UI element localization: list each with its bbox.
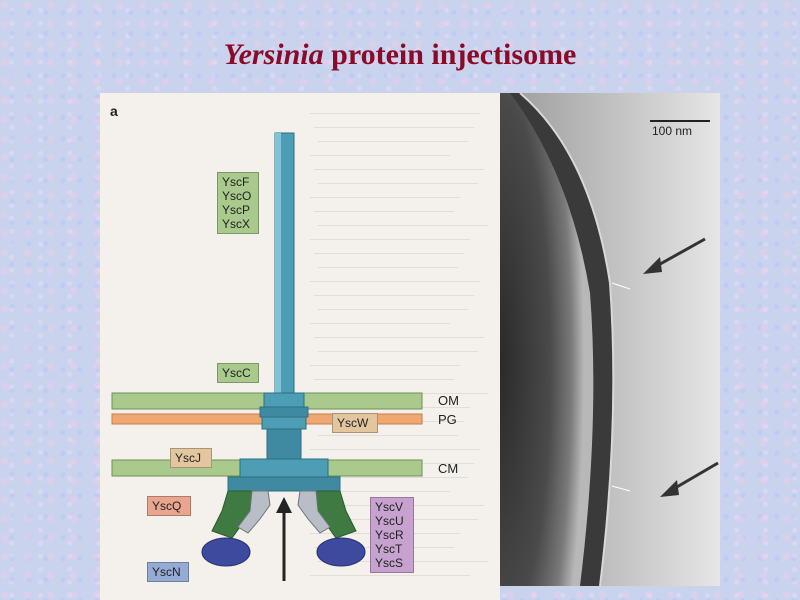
- panel-b-micrograph: b 100 nm: [500, 93, 720, 586]
- ghost-line: [310, 155, 450, 156]
- ghost-line: [310, 197, 460, 198]
- ghost-line: [318, 267, 458, 268]
- ghost-line: [310, 113, 480, 114]
- label-yscf: YscF: [222, 175, 250, 189]
- ghost-line: [314, 211, 454, 212]
- ghost-line: [318, 183, 478, 184]
- export-right: [297, 490, 331, 534]
- label-yscu: YscU: [375, 514, 404, 528]
- page-title: Yersinia protein injectisome: [223, 38, 577, 71]
- ghost-line: [318, 309, 468, 310]
- cell-interior: [500, 93, 594, 586]
- label-yscx: YscX: [222, 217, 251, 231]
- arrow-2-shaft: [669, 461, 719, 493]
- secretin-ring-3: [261, 416, 307, 430]
- cell-envelope: [519, 93, 615, 586]
- needle-highlight: [275, 133, 281, 395]
- scale-bar-label: 100 nm: [652, 124, 693, 138]
- label-export-proteins: YscV YscU YscR YscT YscS: [370, 497, 414, 573]
- ghost-line: [314, 337, 484, 338]
- ghost-line: [314, 253, 464, 254]
- label-yscw: YscW: [332, 413, 378, 433]
- inner-rod: [266, 428, 302, 460]
- label-yscr: YscR: [375, 528, 404, 542]
- ghost-line: [310, 239, 470, 240]
- injectisome-diagram: [111, 132, 423, 581]
- ghost-line: [318, 141, 468, 142]
- ghost-line: [314, 379, 454, 380]
- arrow-2-head: [660, 480, 679, 497]
- ghost-line: [318, 351, 478, 352]
- label-yscq: YscQ: [147, 496, 191, 516]
- membrane-label-cm: CM: [438, 461, 459, 476]
- micrograph-image: [500, 93, 720, 586]
- label-needle-proteins: YscF YscO YscP YscX: [217, 172, 259, 234]
- ghost-line: [310, 491, 450, 492]
- panel-a-letter: a: [110, 103, 118, 119]
- label-yscv: YscV: [375, 500, 404, 514]
- ghost-line: [314, 169, 484, 170]
- ghost-line: [310, 323, 450, 324]
- membrane-label-om: OM: [438, 393, 459, 408]
- needle-1: [611, 282, 631, 290]
- ghost-line: [310, 365, 460, 366]
- label-yscp: YscP: [222, 203, 251, 217]
- panel-a-schematic: a YscF YscO YscP YscX YscC YscW YscJ Ysc…: [100, 93, 500, 600]
- export-left: [237, 490, 271, 534]
- ghost-line: [314, 295, 474, 296]
- membrane-label-pg: PG: [438, 412, 457, 427]
- atpase-left: [201, 537, 251, 567]
- label-yscs: YscS: [375, 556, 404, 570]
- secretin-ring-2: [259, 406, 309, 418]
- arrow-1-shaft: [652, 237, 706, 270]
- ghost-line: [310, 449, 480, 450]
- label-yscc: YscC: [217, 363, 259, 383]
- ghost-line: [318, 477, 468, 478]
- label-ysco: YscO: [222, 189, 252, 203]
- atpase-right: [316, 537, 366, 567]
- basal-ring-upper: [239, 458, 329, 478]
- needle-2: [611, 485, 631, 492]
- ghost-line: [310, 575, 470, 576]
- ghost-line: [314, 127, 474, 128]
- basal-ring-lower: [227, 476, 341, 492]
- ghost-line: [318, 225, 488, 226]
- label-yscn: YscN: [147, 562, 189, 582]
- label-yscj: YscJ: [170, 448, 212, 468]
- ghost-line: [318, 435, 458, 436]
- secretion-arrow-head: [276, 497, 292, 513]
- ghost-line: [310, 281, 480, 282]
- arrow-1-head: [643, 257, 662, 274]
- label-ysct: YscT: [375, 542, 403, 556]
- secretin-ring-1: [263, 392, 305, 408]
